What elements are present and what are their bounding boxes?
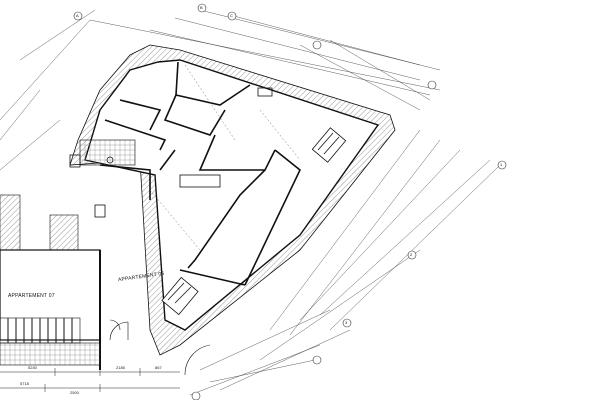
dimension-label: 5718 — [20, 381, 29, 386]
grid-marker-label: 1 — [500, 162, 503, 167]
door-arcs — [109, 319, 211, 376]
grid-circles — [73, 3, 507, 400]
grid-marker-label: A — [76, 13, 79, 18]
bathroom-tiles — [79, 139, 136, 166]
grid-marker-label: 3 — [345, 320, 348, 325]
furniture — [69, 87, 347, 316]
dimension-lines — [0, 9, 501, 396]
dimension-label: 867 — [155, 365, 162, 370]
bottom-dim-lines — [0, 368, 180, 392]
grid-marker-label: C — [230, 13, 233, 18]
apartment-07-label: APPARTEMENT 07 — [8, 293, 55, 299]
dimension-label: 5240 — [28, 365, 37, 370]
grid-marker-label: 2 — [410, 252, 413, 257]
dimension-label: 2500 — [70, 390, 79, 395]
room-partitions — [99, 61, 301, 286]
grid-marker-label: B — [200, 5, 203, 10]
room-dashed-lines — [149, 64, 301, 251]
outer-wall — [69, 44, 396, 356]
dimension-label: 2185 — [116, 365, 125, 370]
neighbour-apartment — [0, 194, 101, 370]
